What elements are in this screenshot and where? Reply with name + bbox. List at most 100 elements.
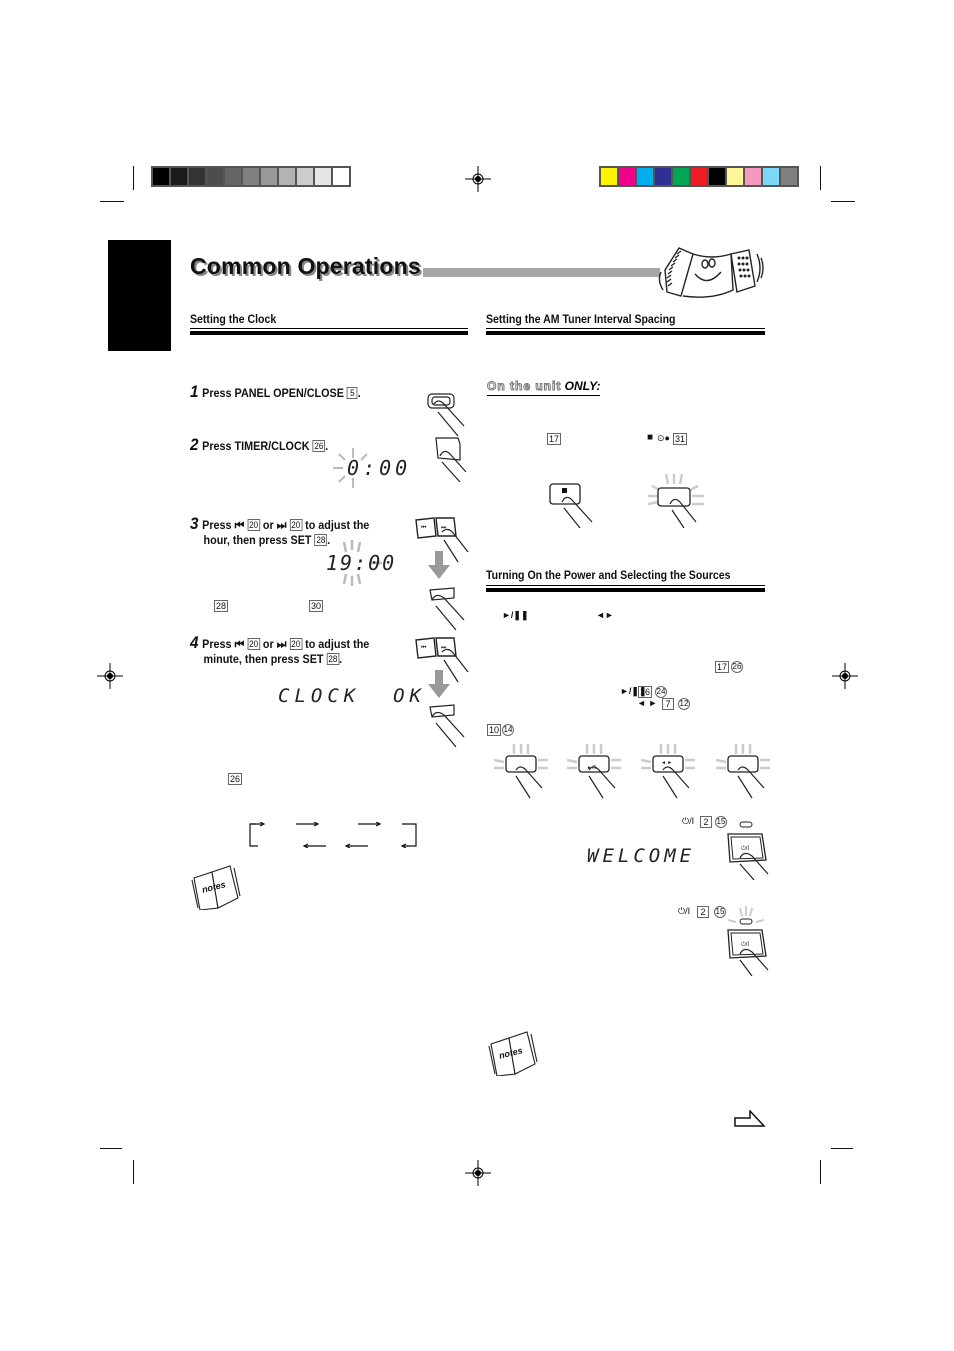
ref-number: 28 (214, 600, 229, 612)
flash-burst-icon (342, 540, 382, 586)
swatch (709, 168, 725, 185)
swatch (279, 168, 295, 185)
on-the-unit-text: On the unit (486, 379, 562, 394)
next-skip-icon: ⏭ (276, 637, 287, 651)
svg-text:⏭: ⏭ (441, 645, 447, 651)
accordion-mascot-icon (658, 247, 764, 298)
section-rule (486, 328, 765, 335)
down-arrow-icon (428, 670, 450, 698)
svg-text:⏭: ⏭ (441, 525, 447, 531)
finger-press-source-button-4-icon (716, 744, 770, 799)
swatch (297, 168, 313, 185)
language-side-tab (108, 240, 171, 351)
swatch (655, 168, 671, 185)
grayscale-calibration-bar (151, 166, 351, 187)
swatch (727, 168, 743, 185)
registration-mark-icon (465, 1160, 491, 1186)
step-text: to adjust the (305, 518, 370, 532)
section-rule (190, 328, 468, 335)
svg-text:⏻/I: ⏻/I (741, 941, 749, 948)
swatch (601, 168, 617, 185)
finger-press-power-button-icon: ⏻/I (727, 821, 769, 880)
finger-press-stop-button-icon (549, 483, 593, 528)
ref-number: 20 (289, 519, 303, 531)
stop-icon: ■ (647, 432, 654, 443)
swatch (189, 168, 205, 185)
step-text: hour, then press SET (203, 533, 312, 547)
finger-press-flashing-button-icon (648, 474, 704, 528)
swatch (153, 168, 169, 185)
step-text: or (262, 518, 274, 532)
finger-press-skip-buttons-icon: ⏮⏭ (415, 637, 469, 683)
ref-number: 10 (487, 724, 502, 736)
swatch (207, 168, 223, 185)
crop-mark (831, 1148, 853, 1149)
finger-press-timer-clock-icon (435, 437, 467, 482)
registration-mark-icon (97, 663, 123, 689)
crop-mark (100, 1148, 122, 1149)
crop-mark (820, 166, 821, 190)
continue-next-page-icon[interactable] (734, 1110, 766, 1128)
down-arrow-icon (428, 551, 450, 579)
crop-mark (133, 1160, 134, 1184)
step-text: Press PANEL OPEN/CLOSE (202, 386, 344, 400)
svg-text:⏮: ⏮ (421, 645, 427, 651)
crop-mark (820, 1160, 821, 1184)
svg-text:⏮: ⏮ (421, 525, 427, 531)
step-text: minute, then press SET (203, 652, 324, 666)
power-icon: ⏻/I (682, 816, 695, 826)
finger-press-skip-buttons-icon: ⏮⏭ (415, 517, 469, 563)
finger-press-play-pause-button-icon: ►/II (567, 744, 621, 799)
ref-number: 30 (309, 600, 324, 612)
ref-number: 16 (638, 686, 653, 698)
section-rule (486, 585, 765, 592)
svg-text:⏻/I: ⏻/I (741, 845, 749, 852)
play-pause-icon: ►/❚❚ (502, 610, 529, 620)
display-clock-ok: CLOCK OK (278, 685, 426, 707)
prev-skip-icon: ⏮ (234, 518, 245, 532)
skip-icon: ◄ ► (637, 698, 658, 708)
ref-circle-number: 26 (731, 661, 743, 673)
step-text: to adjust the (305, 637, 370, 651)
section-title-setting-clock: Setting the Clock (190, 312, 277, 326)
notes-book-icon: notes (488, 1031, 538, 1076)
step-text: Press (202, 518, 232, 532)
notes-book-icon: notes (191, 865, 241, 910)
swatch (781, 168, 797, 185)
ref-number: 17 (547, 433, 562, 445)
swatch (691, 168, 707, 185)
swatch (763, 168, 779, 185)
step-text: . (357, 386, 361, 400)
ref-number: 5 (346, 387, 358, 399)
swatch (243, 168, 259, 185)
step-number: 4 (190, 633, 199, 652)
ref-circle-number: 14 (502, 724, 514, 736)
title-bar (190, 268, 660, 277)
ref-number: 7 (662, 698, 674, 710)
step-text: . (327, 533, 331, 547)
swatch (315, 168, 331, 185)
finger-press-skip-button-icon: ◄ ► (641, 744, 695, 799)
swatch (619, 168, 635, 185)
step-text: Press (202, 637, 232, 651)
step-number: 1 (190, 382, 199, 401)
swatch (745, 168, 761, 185)
ref-number: 20 (247, 638, 260, 650)
on-the-unit-only-label: On the unit ONLY: (486, 379, 601, 396)
ref-number: 2 (697, 906, 709, 918)
ref-number: 2 (700, 816, 712, 828)
swatch (261, 168, 277, 185)
ref-number: 26 (228, 773, 243, 785)
finger-press-panel-button-icon (427, 393, 465, 437)
ref-circle-number: 15 (715, 816, 727, 828)
ref-circle-number: 24 (655, 686, 667, 698)
ref-number: 28 (326, 653, 340, 665)
display-clock-hour: 19:00 (326, 551, 397, 575)
flash-burst-icon (333, 448, 368, 488)
step-text: . (339, 652, 343, 666)
crop-mark (133, 166, 134, 190)
ref-circle-number: 12 (678, 698, 690, 710)
